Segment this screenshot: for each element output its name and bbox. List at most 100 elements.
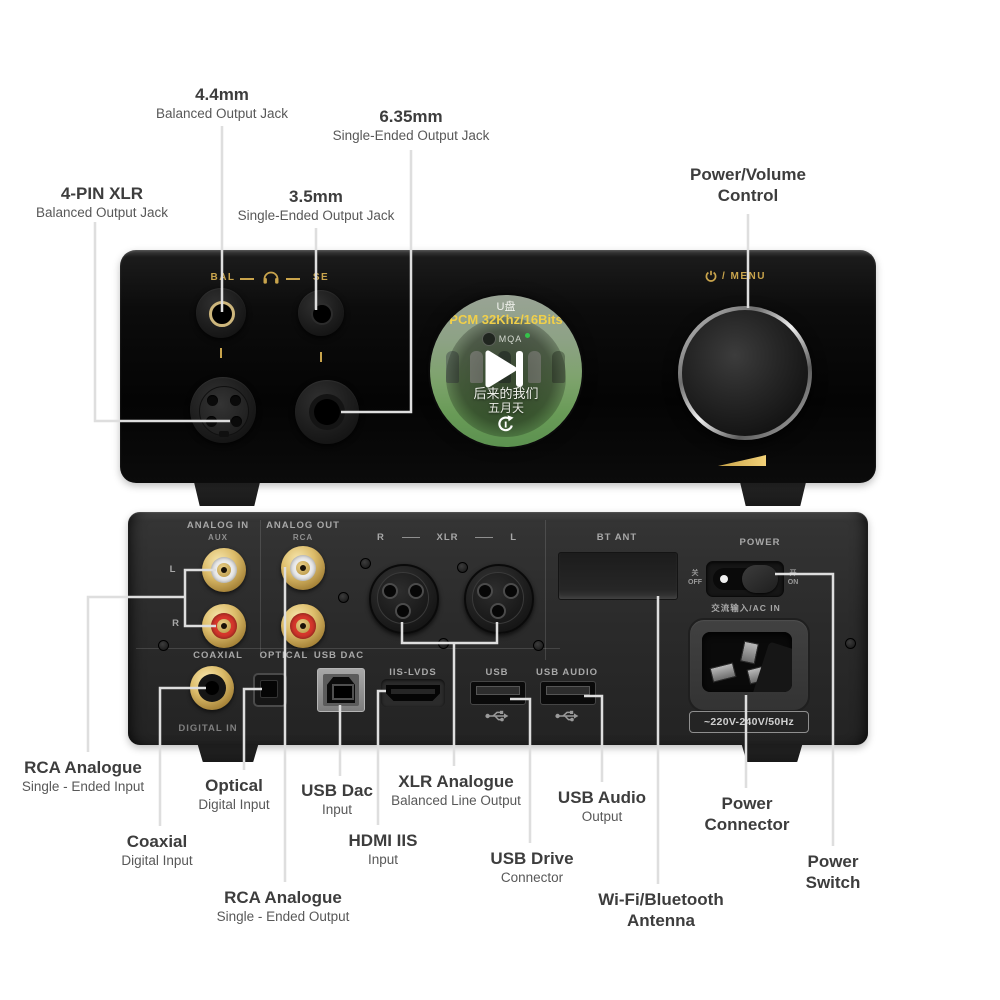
usb-tongue: [546, 686, 590, 695]
xlr-pin-hole: [206, 416, 217, 427]
screw: [438, 638, 449, 649]
power-label: POWER: [739, 537, 781, 548]
callout-wifi-bluetooth: Wi-Fi/Bluetooth Antenna: [598, 890, 724, 931]
callout-usb-audio: USB Audio Output: [557, 788, 647, 825]
optical-input-port: [253, 673, 287, 707]
xlr-l-label: L: [510, 532, 517, 543]
volume-knob: [678, 306, 812, 440]
xlr-legend: R XLR L: [377, 532, 517, 543]
digital-in-label: DIGITAL IN: [178, 723, 238, 734]
play-next-icon: [485, 350, 523, 388]
aux-input-left-rca: [202, 548, 246, 592]
panel-divider: [545, 520, 546, 660]
screw: [360, 558, 371, 569]
power-switch: [706, 561, 784, 597]
xlr-label: XLR: [436, 532, 459, 543]
rca-output-right: [281, 604, 325, 648]
coaxial-label: COAXIAL: [193, 650, 243, 661]
screw: [158, 640, 169, 651]
balanced-44mm-jack: [196, 288, 246, 338]
usb-dac-port: [317, 668, 365, 712]
analog-out-label: ANALOG OUT: [266, 520, 340, 531]
usb-audio-label: USB AUDIO: [536, 667, 598, 678]
ac-inlet-cavity: [702, 632, 792, 692]
usbb-contact: [332, 684, 354, 700]
xlr-pin: [477, 583, 493, 599]
callout-3-5mm: 3.5mm Single-Ended Output Jack: [237, 187, 395, 224]
callout-power-connector: Power Connector: [704, 794, 790, 835]
callout-power-volume: Power/Volume Control: [690, 165, 806, 206]
legend-dash: [475, 536, 494, 539]
volume-knob-face: [682, 310, 808, 436]
volume-wedge-icon: [718, 455, 766, 466]
se-635mm-jack: [295, 380, 359, 444]
callout-xlr-output: XLR Analogue Balanced Line Output: [391, 772, 521, 809]
bt-ant-label: BT ANT: [596, 532, 638, 543]
aux-input-right-rca: [202, 604, 246, 648]
xlr-notch: [219, 431, 229, 437]
xlr-output-right: [369, 564, 439, 634]
ac-prong: [739, 640, 760, 665]
screw: [533, 640, 544, 651]
hdmi-contact: [391, 689, 435, 694]
callout-coaxial: Coaxial Digital Input: [121, 832, 193, 869]
xlr-face: [199, 386, 249, 437]
mqa-green-dot: [525, 333, 531, 338]
analog-in-label: ANALOG IN: [186, 520, 250, 531]
callout-usb-drive: USB Drive Connector: [490, 849, 574, 886]
optical-window: [260, 680, 278, 698]
iis-lvds-label: IIS-LVDS: [389, 667, 437, 678]
coax-hole: [205, 681, 219, 695]
xlr-4pin-jack: [190, 377, 256, 443]
xlr-pin: [503, 583, 519, 599]
mqa-logo-icon: [481, 332, 496, 346]
xlr-output-left: [464, 564, 534, 634]
xlr-pin: [382, 583, 398, 599]
display-song-title: 后来的我们: [473, 386, 539, 401]
aux-left-label: L: [169, 564, 177, 575]
xlr-face: [377, 572, 429, 624]
callout-6-35mm: 6.35mm Single-Ended Output Jack: [332, 107, 490, 144]
rca-output-left: [281, 546, 325, 590]
legend-dash: [401, 536, 420, 539]
aux-label: AUX: [208, 533, 228, 542]
power-icon: [705, 270, 717, 282]
switch-off-dot: [720, 575, 728, 583]
callout-power-switch: Power Switch: [805, 852, 861, 893]
usb-audio-port: [540, 681, 596, 705]
mqa-badge: MQA: [430, 332, 582, 346]
se-jack-label: SE: [312, 272, 330, 283]
jack-ring: [209, 301, 235, 327]
display-artist: 五月天: [487, 401, 524, 415]
switch-rocker: [742, 565, 778, 593]
rca-hole: [300, 565, 306, 571]
usb-trident-icon: [555, 710, 579, 722]
repeat-one-icon: [498, 415, 514, 432]
xlr-pin-hole: [231, 416, 242, 427]
callout-rca-output: RCA Analogue Single - Ended Output: [216, 888, 350, 925]
rear-panel: ANALOG IN AUX ANALOG OUT RCA L R R XLR L…: [128, 512, 868, 745]
xlr-pin: [490, 603, 506, 619]
callout-rca-input: RCA Analogue Single - Ended Input: [21, 758, 145, 795]
callout-4-4mm: 4.4mm Balanced Output Jack: [155, 85, 289, 122]
voltage-rating-label: ~220V-240V/50Hz: [689, 711, 809, 733]
menu-label: / MENU: [722, 270, 766, 282]
screw: [338, 592, 349, 603]
usb-drive-port: [470, 681, 526, 705]
rca-hole: [300, 623, 306, 629]
power-menu-legend: / MENU: [705, 270, 825, 282]
rca-hole: [221, 567, 227, 573]
jack-hole: [311, 303, 333, 325]
ac-in-label: 交流输入/AC IN: [711, 603, 781, 613]
alignment-tick: [320, 352, 322, 362]
front-panel: BAL SE / MENU: [120, 250, 876, 483]
headphones-icon: [263, 271, 279, 284]
bal-jack-label: BAL: [210, 272, 236, 283]
xlr-r-label: R: [377, 532, 385, 543]
usb-dac-label: USB DAC: [313, 650, 365, 661]
coaxial-input-jack: [190, 666, 234, 710]
screw: [457, 562, 468, 573]
mqa-label: MQA: [498, 334, 523, 344]
